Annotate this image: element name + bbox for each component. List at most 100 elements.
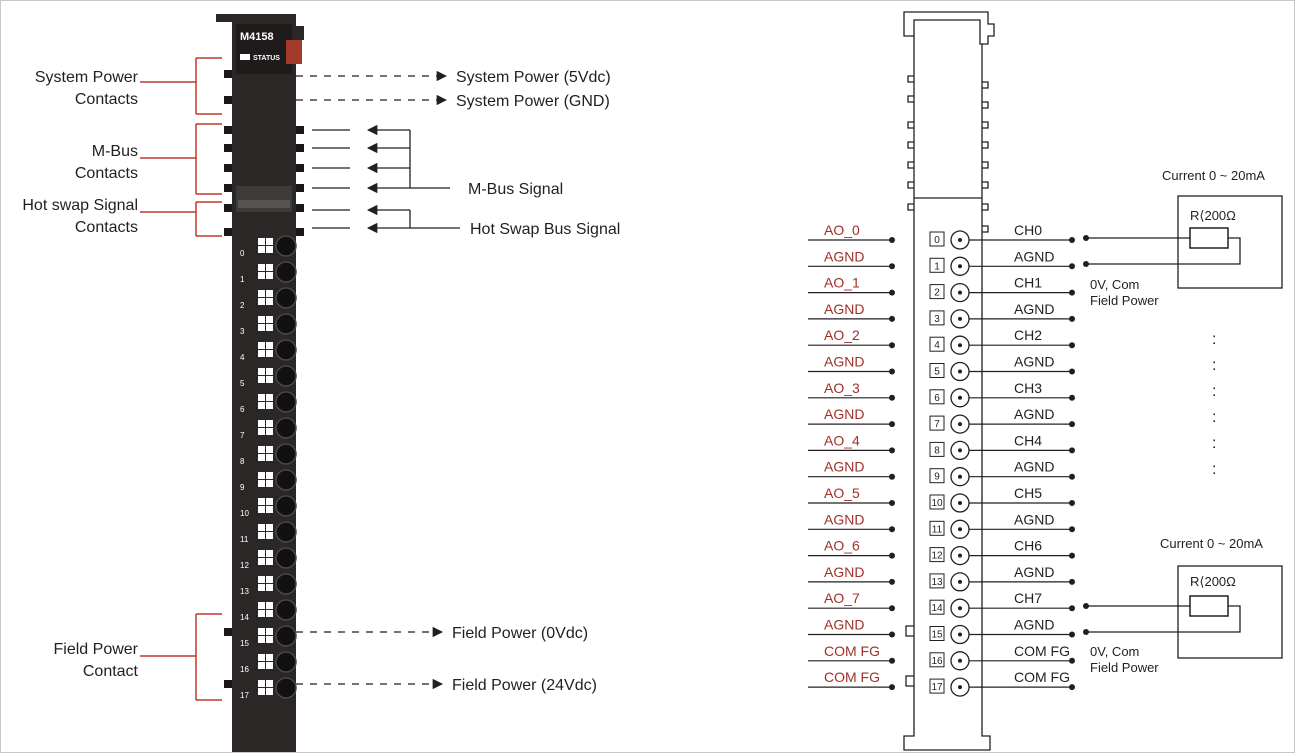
terminal-square: [266, 290, 273, 297]
left-signal-label: AGND: [824, 406, 864, 422]
com-label-top-2: Field Power: [1090, 293, 1159, 308]
terminal-screw: [275, 287, 297, 309]
continuation-dot: :: [1212, 357, 1216, 374]
terminal-square: [258, 472, 265, 479]
right-wire-dot: [1069, 578, 1075, 585]
terminal-number: 3: [240, 327, 245, 336]
terminal-square: [258, 680, 265, 687]
left-wire-dot: [889, 237, 895, 243]
terminal-connector-center: [958, 238, 962, 242]
left-signal-label: AGND: [824, 301, 864, 317]
terminal-number-box: [929, 389, 945, 405]
terminal-square: [258, 584, 265, 591]
left-signal-label: AO_7: [824, 590, 860, 606]
terminal-square: [266, 576, 273, 583]
terminal-number: 12: [240, 561, 249, 570]
terminal-connector-center: [958, 264, 962, 269]
com-label-bottom-1: 0V, Com: [1090, 644, 1139, 659]
left-wire-dot: [889, 578, 895, 585]
system-power-label-1: System Power: [35, 69, 139, 86]
com-label-bottom-2: Field Power: [1090, 660, 1159, 675]
terminal-square: [266, 662, 273, 669]
module-label-panel: [236, 24, 292, 74]
terminal-connector-center: [958, 527, 962, 532]
resistor-bottom: [1189, 595, 1229, 617]
terminal-number-box: [929, 284, 945, 300]
terminal-number-box: [929, 652, 945, 668]
terminal-square: [258, 506, 265, 513]
terminal-square: [258, 610, 265, 617]
terminal-square: [266, 272, 273, 279]
resistor-label-bottom: R⟨200Ω: [1190, 574, 1236, 589]
terminal-square: [266, 420, 273, 427]
terminal-square: [266, 550, 273, 557]
terminal-number-box: [929, 599, 945, 615]
right-signal-label: CH0: [1014, 222, 1042, 238]
terminal-square: [266, 350, 273, 357]
terminal-number: 2: [240, 301, 245, 310]
continuation-dot: :: [1212, 383, 1216, 400]
terminal-screw: [275, 365, 297, 387]
terminal-connector-center: [958, 395, 962, 400]
module-signal-lines: [296, 70, 460, 690]
terminal-square: [266, 264, 273, 271]
right-signal-label: AGND: [1014, 248, 1054, 264]
resistor-top: [1189, 227, 1229, 249]
hotswap-label-1: Hot swap Signal: [22, 197, 138, 214]
terminal-number: 10: [240, 509, 249, 518]
terminal-screw: [275, 495, 297, 517]
terminal-connector-center: [958, 553, 962, 558]
right-wire-dot: [1069, 289, 1075, 296]
left-signal-label: COM FG: [824, 643, 880, 659]
mbus-signal-label: M-Bus Signal: [468, 181, 563, 198]
terminal-number-box: [929, 363, 945, 378]
mbus-label-1: M-Bus: [92, 143, 138, 160]
left-wire-dot: [889, 473, 895, 480]
terminal-square: [266, 654, 273, 661]
terminal-screw: [275, 599, 297, 621]
terminal-square: [258, 264, 265, 271]
terminal-square: [258, 246, 265, 253]
terminal-connector-center: [958, 422, 962, 427]
continuation-dot: :: [1212, 435, 1216, 452]
right-signal-label: AGND: [1014, 511, 1054, 527]
terminal-number: 7: [934, 419, 940, 430]
terminal-connector-center: [958, 658, 962, 663]
terminal-number: 11: [240, 535, 249, 544]
terminal-number: 6: [240, 405, 245, 414]
right-signal-label: AGND: [1014, 406, 1054, 422]
left-signal-label: AGND: [824, 459, 864, 475]
terminal-square: [266, 394, 273, 401]
status-led: [286, 40, 302, 64]
terminal-number-box: [929, 547, 945, 563]
terminal-number: 16: [240, 665, 249, 674]
right-signal-label: CH5: [1014, 485, 1042, 501]
right-wire-dot: [1069, 237, 1075, 243]
terminal-square: [266, 584, 273, 591]
left-wire-dot: [889, 500, 895, 506]
load-top: Current 0 ~ 20mA R⟨200Ω 0V, Com Field Po…: [1083, 168, 1283, 308]
terminal-number: 10: [931, 498, 943, 509]
continuation-dot: :: [1212, 461, 1216, 478]
terminal-number-box: [929, 494, 945, 510]
terminal-square: [258, 394, 265, 401]
sys-5v-label: System Power (5Vdc): [456, 69, 611, 86]
terminal-square: [258, 636, 265, 643]
terminal-number: 13: [240, 587, 249, 596]
terminal-screw: [275, 547, 297, 569]
left-signal-label: AGND: [824, 617, 864, 633]
terminal-number: 11: [932, 524, 943, 535]
right-signal-label: CH4: [1014, 432, 1042, 448]
right-signal-label: AGND: [1014, 617, 1054, 633]
left-signal-label: COM FG: [824, 669, 880, 685]
terminal-screw: [275, 651, 297, 673]
terminal-number: 3: [934, 314, 940, 325]
terminal-number: 6: [934, 393, 940, 404]
right-wire-dot: [1069, 605, 1075, 612]
terminal-number: 1: [240, 275, 245, 284]
terminal-connector-center: [958, 290, 962, 295]
right-signal-label: COM FG: [1014, 643, 1070, 659]
field-power-label-2: Contact: [83, 663, 139, 680]
